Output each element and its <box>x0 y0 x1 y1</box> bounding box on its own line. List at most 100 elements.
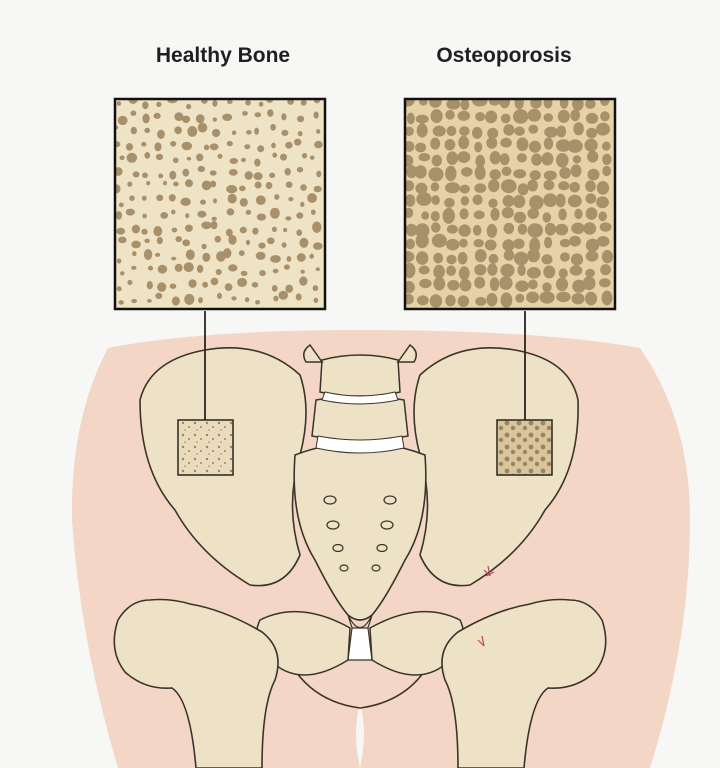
trabecular-pore <box>273 269 279 274</box>
trabecular-pore <box>543 265 555 278</box>
trabecular-pore <box>254 159 260 167</box>
trabecular-pore <box>173 158 179 164</box>
trabecular-pore <box>270 208 280 219</box>
trabecular-pore <box>296 294 302 301</box>
trabecular-pore <box>503 124 514 136</box>
trabecular-pore <box>600 95 609 106</box>
trabecular-pore <box>475 165 486 180</box>
trabecular-pore <box>458 224 470 236</box>
trabecular-pore <box>544 180 555 190</box>
trabecular-pore <box>241 271 248 276</box>
trabecular-pore <box>585 269 595 278</box>
trabecular-pore <box>445 166 456 181</box>
trabecular-pore <box>187 157 192 161</box>
trabecular-pore <box>527 208 539 219</box>
trabecular-pore <box>433 126 446 137</box>
trabecular-pore <box>187 126 197 137</box>
trabecular-pore <box>245 297 250 302</box>
trabecular-pore <box>267 109 273 116</box>
trabecular-pore <box>142 214 147 219</box>
trabecular-pore <box>445 139 456 150</box>
trabecular-pore <box>574 209 582 220</box>
trabecular-pore <box>502 239 514 251</box>
trabecular-pore <box>156 102 161 107</box>
trabecular-pore <box>141 142 146 147</box>
trabecular-pore <box>232 131 236 136</box>
trabecular-pore <box>570 265 583 275</box>
trabecular-pore <box>185 179 193 187</box>
trabecular-pore <box>142 101 148 109</box>
trabecular-pore <box>526 292 539 304</box>
trabecular-pore <box>530 170 541 180</box>
trabecular-pore <box>272 227 277 232</box>
trabecular-pore <box>429 167 444 181</box>
trabecular-pore <box>227 208 235 215</box>
trabecular-pore <box>446 239 459 251</box>
trabecular-pore <box>231 296 236 300</box>
trabecular-pore <box>133 171 140 177</box>
trabecular-pore <box>185 213 189 218</box>
trabecular-pore <box>501 179 517 193</box>
trabecular-pore <box>223 248 231 258</box>
trabecular-pore <box>266 182 273 189</box>
trabecular-pore <box>301 270 305 274</box>
trabecular-pore <box>155 293 162 299</box>
healthy-sample-square <box>178 420 233 475</box>
trabecular-pore <box>602 250 613 263</box>
trabecular-pore <box>433 265 445 279</box>
trabecular-pore <box>432 234 447 248</box>
osteoporosis-panel <box>399 95 615 309</box>
trabecular-pore <box>474 210 485 219</box>
trabecular-pore <box>460 185 470 194</box>
trabecular-pore <box>432 195 440 205</box>
trabecular-pore <box>210 170 217 175</box>
trabecular-pore <box>583 222 596 234</box>
trabecular-pore <box>182 142 193 151</box>
trabecular-pore <box>316 171 321 178</box>
trabecular-pore <box>239 250 245 256</box>
trabecular-pore <box>198 297 203 303</box>
trabecular-pore <box>127 153 138 163</box>
trabecular-pore <box>146 181 150 185</box>
trabecular-pore <box>225 283 233 291</box>
trabecular-pore <box>501 114 511 124</box>
trabecular-pore <box>542 254 553 264</box>
trabecular-pore <box>459 266 470 280</box>
trabecular-pore <box>568 139 583 152</box>
trabecular-pore <box>544 127 558 138</box>
trabecular-pore <box>302 153 307 158</box>
trabecular-pore <box>407 113 415 125</box>
trabecular-pore <box>169 171 176 180</box>
trabecular-pore <box>488 199 497 208</box>
trabecular-pore <box>433 253 443 264</box>
trabecular-pore <box>175 264 183 272</box>
trabecular-pore <box>210 143 219 150</box>
trabecular-pore <box>486 293 497 307</box>
trabecular-pore <box>245 171 253 180</box>
trabecular-pore <box>558 181 569 190</box>
trabecular-pore <box>500 264 514 277</box>
trabecular-pore <box>131 266 136 270</box>
trabecular-pore <box>254 172 263 180</box>
trabecular-pore <box>120 156 125 161</box>
trabecular-pore <box>406 239 415 249</box>
trabecular-pore <box>544 237 552 249</box>
trabecular-pore <box>433 277 445 291</box>
trabecular-pore <box>126 209 135 216</box>
trabecular-pore <box>475 297 486 306</box>
trabecular-pore <box>117 101 121 106</box>
trabecular-pore <box>142 196 147 201</box>
trabecular-pore <box>285 142 292 149</box>
trabecular-pore <box>118 116 128 125</box>
trabecular-pore <box>156 154 163 160</box>
trabecular-pore <box>316 267 320 271</box>
trabecular-pore <box>132 251 137 256</box>
trabecular-pore <box>314 112 319 119</box>
trabecular-pore <box>560 239 571 247</box>
trabecular-pore <box>416 251 428 265</box>
trabecular-pore <box>170 141 176 147</box>
trabecular-pore <box>230 158 239 164</box>
trabecular-pore <box>473 195 483 206</box>
trabecular-pore <box>571 164 582 177</box>
trabecular-pore <box>200 200 206 205</box>
